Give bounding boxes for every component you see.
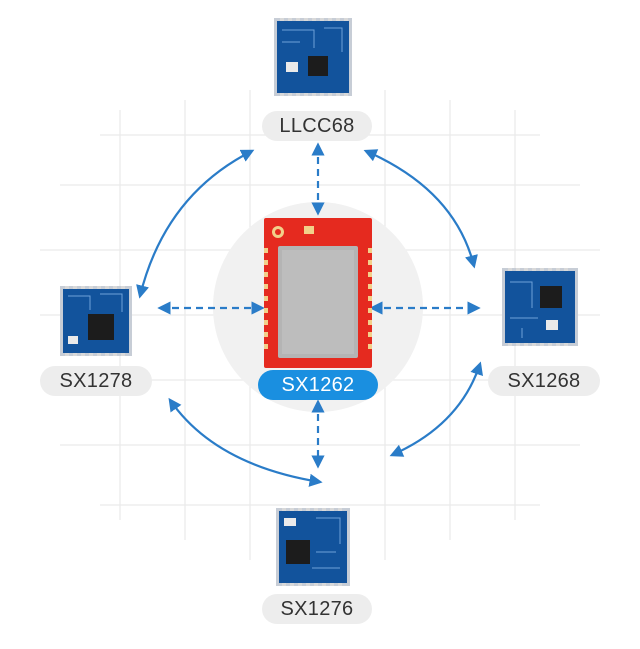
- arc-arrow-top-right: [363, 149, 478, 269]
- sx1278-label: SX1278: [40, 366, 152, 396]
- arc-arrow-bottom-right: [389, 361, 483, 457]
- sx1262-label: SX1262: [258, 370, 378, 400]
- sx1262-module-image: [264, 218, 372, 368]
- sx1276-module-image: [276, 508, 350, 586]
- sx1268-module-image: [502, 268, 578, 346]
- sx1276-label: SX1276: [262, 594, 372, 624]
- llcc68-label: LLCC68: [262, 111, 372, 141]
- arc-arrow-top-left: [136, 149, 255, 299]
- sx1268-label: SX1268: [488, 366, 600, 396]
- llcc68-module-image: [274, 18, 352, 96]
- arc-arrow-bottom-left: [168, 397, 323, 487]
- sx1278-module-image: [60, 286, 132, 356]
